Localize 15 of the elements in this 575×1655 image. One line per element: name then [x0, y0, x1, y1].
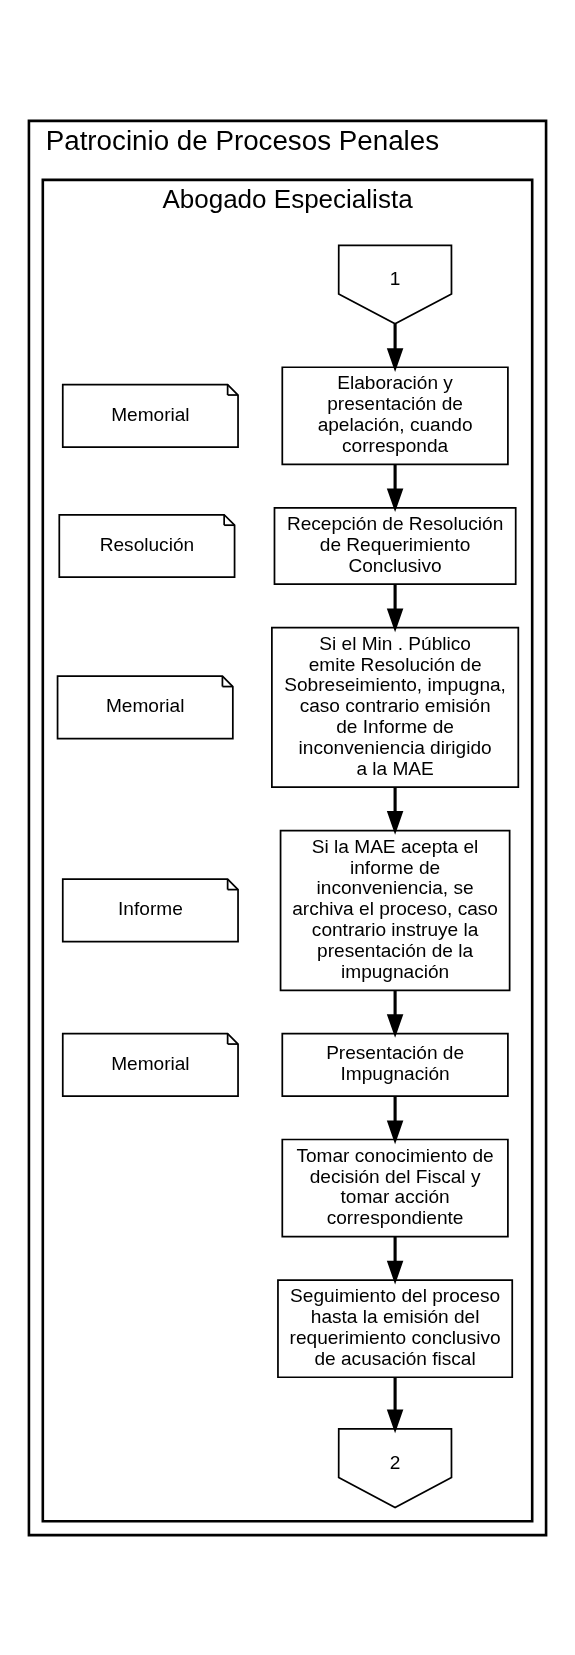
- node-box: Seguimiento del proceso hasta la emisión del requerimiento conclusivo de acusación fiscal: [277, 1278, 514, 1378]
- node-box: Si el Min . Público emite Resolución de Sobreseimiento, impugna, caso contrario emisión de Informe de inconveniencia dirigido a la MAE: [271, 626, 520, 788]
- arrow: [386, 1095, 404, 1144]
- arrow: [386, 1236, 404, 1284]
- node-box: Elaboración y presentación de apelación, cuando corresponda: [281, 365, 509, 465]
- arrow: [386, 464, 404, 512]
- arrow: [386, 1376, 404, 1433]
- node-box: Tomar conocimiento de decisión del Fiscal y tomar acción correspondiente: [281, 1138, 509, 1238]
- arrow: [386, 323, 404, 372]
- arrow: [386, 583, 404, 632]
- node-box: Recepción de Resolución de Requerimiento Conclusivo: [273, 506, 517, 585]
- node-box: Si la MAE acepta el informe de inconveniencia, se archiva el proceso, caso contrario instruye la presentación de la impugnación: [279, 829, 511, 991]
- arrow: [386, 989, 404, 1038]
- arrow: [386, 786, 404, 835]
- node-box: Presentación de Impugnación: [281, 1032, 509, 1097]
